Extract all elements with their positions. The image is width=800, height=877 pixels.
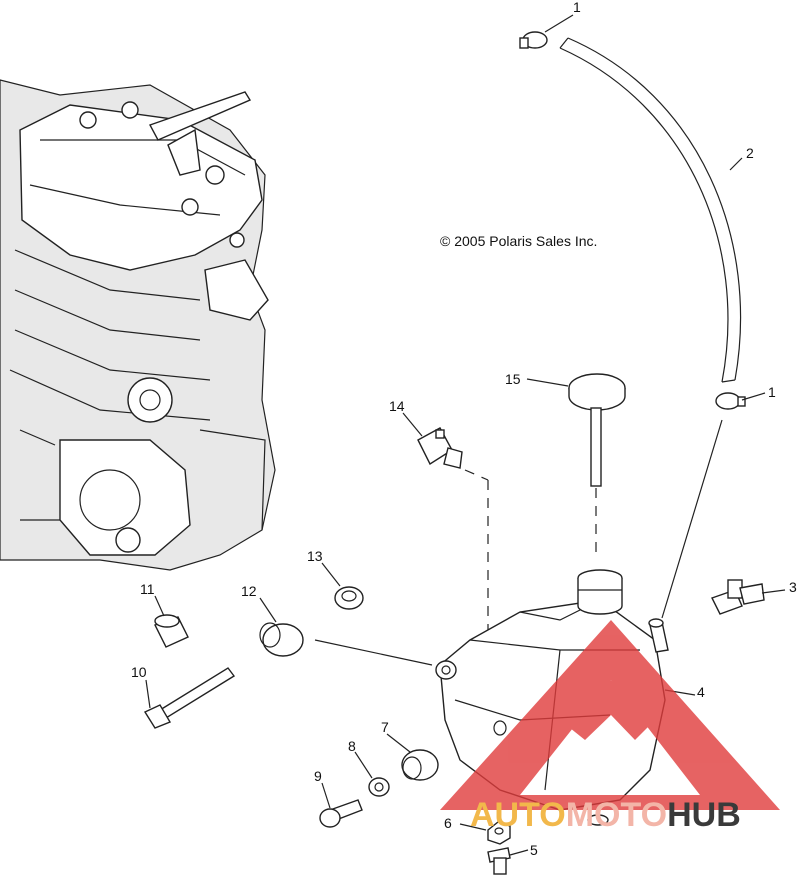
- watermark-moto: MOTO: [566, 796, 667, 834]
- watermark-triangle-icon: [440, 620, 780, 810]
- leader-lines: [145, 14, 786, 856]
- callout-10: 10: [131, 664, 147, 680]
- watermark-text: AUTOMOTOHUB: [470, 796, 741, 834]
- watermark-inner-mark-icon: [560, 680, 655, 740]
- bolt-10: [143, 667, 236, 729]
- callout-8: 8: [348, 738, 356, 754]
- callout-14: 14: [389, 398, 405, 414]
- nut-6: [487, 821, 511, 845]
- grommet-7: [401, 749, 439, 781]
- callout-2: 2: [746, 145, 754, 161]
- callout-11: 11: [140, 581, 155, 597]
- callout-5: 5: [530, 842, 538, 858]
- fill-cap-15: [568, 373, 626, 560]
- sensor-14: [417, 427, 489, 700]
- callout-1-top: 1: [573, 0, 581, 15]
- callout-3: 3: [789, 579, 797, 595]
- watermark-hub: HUB: [667, 796, 741, 834]
- washer-8: [368, 777, 390, 797]
- automotohub-watermark-logo: [440, 620, 780, 810]
- hose-clamp-lower: [715, 392, 746, 410]
- callout-7: 7: [381, 719, 389, 735]
- screw-5: [487, 847, 511, 875]
- callout-15: 15: [505, 371, 521, 387]
- elbow-fitting-3: [711, 579, 765, 615]
- bolt-9: [319, 799, 363, 828]
- hose-clamp-top: [519, 31, 548, 49]
- callout-9: 9: [314, 768, 322, 784]
- callout-1-lower: 1: [768, 384, 776, 400]
- copyright-notice: © 2005 Polaris Sales Inc.: [440, 233, 597, 249]
- grommet-13: [334, 586, 364, 610]
- callout-4: 4: [697, 684, 705, 700]
- callout-6: 6: [444, 815, 452, 831]
- grommet-12: [259, 622, 433, 666]
- callout-12: 12: [241, 583, 257, 599]
- callout-labels: 1 2 1 3 4 5 6 7 8 9 10 11 12 13 14 15: [131, 0, 797, 858]
- callout-13: 13: [307, 548, 323, 564]
- hose-2: [559, 37, 742, 383]
- watermark-auto: AUTO: [470, 796, 566, 834]
- engine-assembly: [0, 79, 276, 571]
- bushing-11: [154, 614, 189, 648]
